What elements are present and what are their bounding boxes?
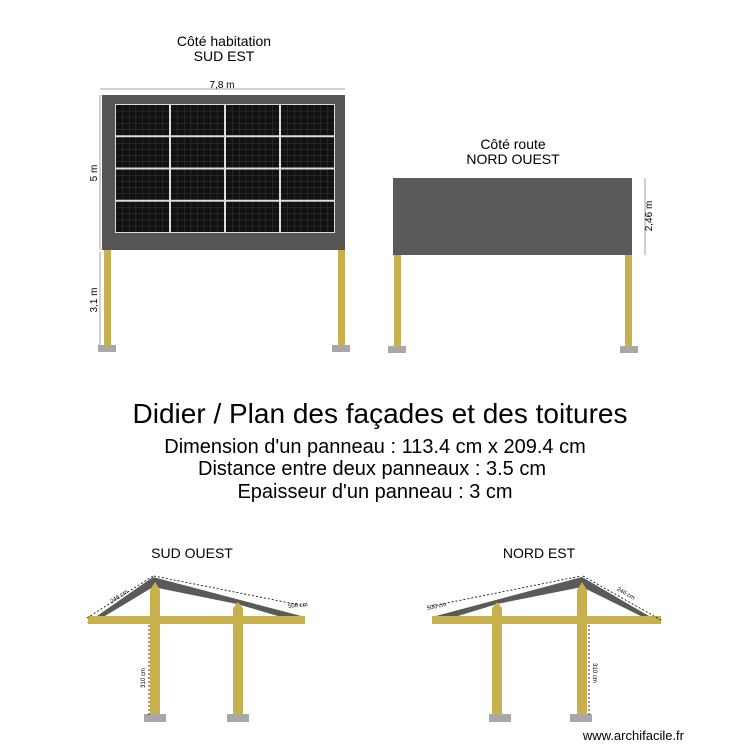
roof — [432, 577, 661, 624]
post-base — [489, 714, 511, 722]
solar-panel-grid — [115, 104, 335, 233]
post-base — [570, 714, 592, 722]
info-line-2: Distance entre deux panneaux : 3.5 cm — [198, 458, 546, 480]
post — [150, 582, 160, 716]
se-title-1: Côté habitation — [177, 33, 271, 49]
height-label: 2,46 m — [644, 201, 655, 232]
post — [577, 582, 587, 716]
height-label: 5 m — [89, 165, 100, 182]
post-base — [144, 714, 166, 722]
dimension-line — [582, 575, 662, 621]
no-title-2: NORD OUEST — [466, 151, 560, 167]
page-title: Didier / Plan des façades et des toiture… — [133, 398, 628, 429]
post-base — [332, 345, 350, 352]
slope-left-label: 500 cm — [427, 602, 448, 612]
post-base — [388, 346, 406, 353]
dimension-line — [431, 575, 582, 607]
post-base — [620, 346, 638, 353]
post — [492, 602, 502, 716]
watermark: www.archifacile.fr — [582, 728, 685, 743]
side-nord-est: NORD EST 500 cm 246 cm 310 cm — [427, 545, 662, 722]
panel-back — [393, 178, 632, 255]
post-label: 310 cm — [591, 663, 597, 683]
post — [233, 602, 243, 716]
roof — [87, 577, 305, 624]
side-sud-ouest: SUD OUEST 246 cm 500 cm 310 cm — [86, 545, 308, 722]
ne-title: NORD EST — [503, 545, 576, 561]
post-label: 310 cm — [141, 668, 147, 688]
post-base — [98, 345, 116, 352]
post-base — [227, 714, 249, 722]
post — [338, 250, 345, 346]
dimension-line — [86, 575, 154, 619]
elevation-nord-ouest: Côté route NORD OUEST 2,46 m — [388, 136, 655, 353]
post-label: 3,1 m — [89, 287, 100, 312]
elevation-sud-est: Côté habitation SUD EST 7,8 m 5 m 3,1 m — [89, 33, 350, 352]
no-title-1: Côté route — [480, 136, 546, 152]
width-label: 7,8 m — [209, 80, 234, 91]
beam — [432, 616, 661, 624]
post — [625, 255, 632, 347]
post — [394, 255, 401, 347]
beam — [88, 616, 305, 624]
info-line-1: Dimension d'un panneau : 113.4 cm x 209.… — [164, 436, 585, 458]
info-line-3: Epaisseur d'un panneau : 3 cm — [237, 481, 512, 503]
post — [104, 250, 111, 346]
so-title: SUD OUEST — [151, 545, 233, 561]
se-title-2: SUD EST — [194, 48, 255, 64]
slope-right-label: 500 cm — [288, 602, 308, 610]
dimension-line — [153, 575, 306, 607]
